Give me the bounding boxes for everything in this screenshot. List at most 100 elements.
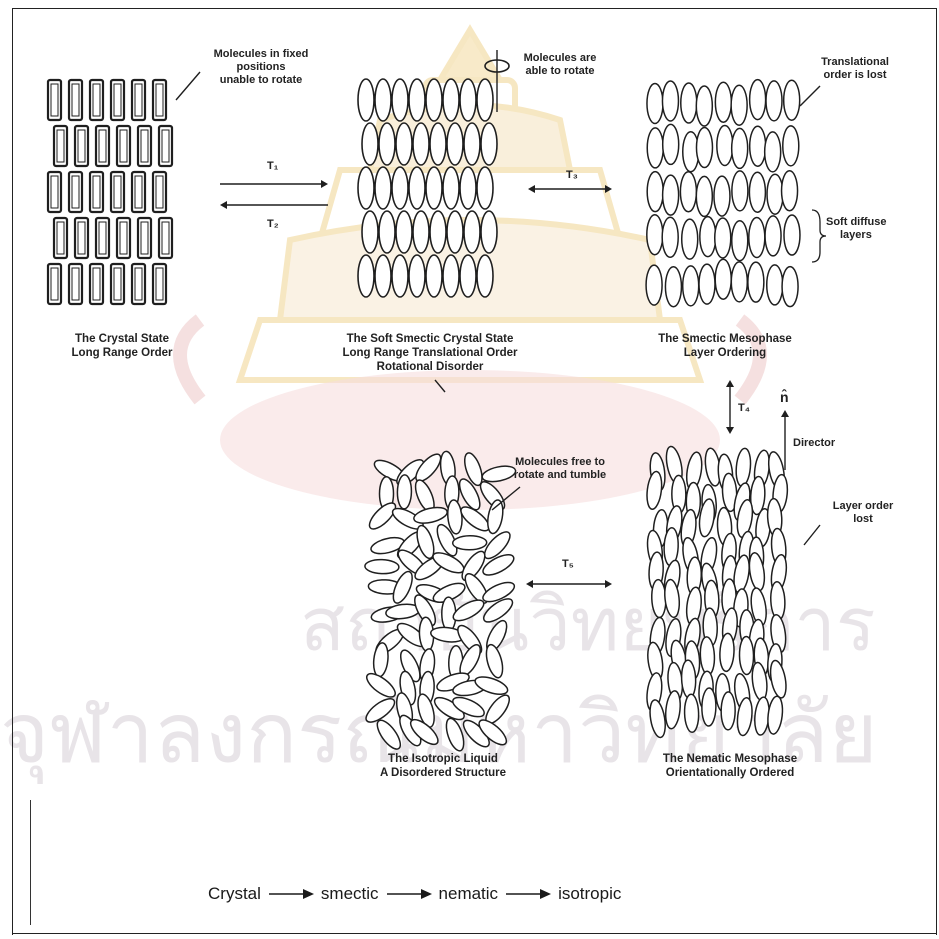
soft-smectic-molecule — [375, 167, 391, 209]
crystal-molecule — [90, 80, 103, 120]
soft-smectic-molecule — [413, 211, 429, 253]
soft-smectic-subtitle-2: Rotational Disorder — [340, 360, 520, 374]
smectic-molecule — [696, 128, 712, 168]
crystal-molecule — [111, 172, 124, 212]
smectic-molecule — [765, 216, 781, 256]
nematic-molecule — [721, 692, 735, 730]
smectic-molecule — [696, 176, 712, 216]
annotation-rotate-line1: Molecules are — [510, 52, 610, 65]
smectic-molecule — [732, 171, 748, 211]
soft-smectic-molecule — [460, 79, 476, 121]
soft-smectic-molecule — [477, 167, 493, 209]
smectic-molecule — [663, 124, 679, 164]
crystal-molecule — [117, 126, 130, 166]
transition-t2-label: T₂ — [267, 218, 279, 230]
smectic-molecule — [767, 174, 783, 214]
smectic-molecule — [683, 266, 699, 306]
transition-t4-arrowhead-down — [726, 427, 734, 434]
isotropic-subtitle: A Disordered Structure — [358, 766, 528, 780]
sequence-arrow-icon — [504, 887, 552, 901]
nematic-molecule — [648, 699, 668, 739]
smectic-molecule — [647, 128, 663, 168]
crystal-molecule — [69, 172, 82, 212]
crystal-molecule — [69, 80, 82, 120]
smectic-label: The Smectic Mesophase Layer Ordering — [645, 332, 805, 360]
annotation-director: Director — [793, 437, 835, 450]
crystal-molecule — [96, 126, 109, 166]
soft-smectic-molecule — [396, 211, 412, 253]
soft-smectic-molecule — [481, 211, 497, 253]
soft-smectic-molecule — [464, 123, 480, 165]
smectic-molecule — [783, 126, 799, 166]
soft-smectic-molecule — [477, 255, 493, 297]
annotation-tumble-line2: rotate and tumble — [500, 469, 620, 482]
crystal-molecule — [153, 264, 166, 304]
isotropic-molecule — [397, 475, 412, 509]
n-hat-symbol: n̂ — [780, 391, 789, 404]
crystal-molecule — [75, 218, 88, 258]
soft-smectic-molecule — [358, 167, 374, 209]
soft-smectic-molecule — [426, 79, 442, 121]
transition-t3-arrowhead-right — [605, 185, 612, 193]
annotation-soft-layers-line2: layers — [826, 229, 887, 242]
leader-layer-lost — [804, 525, 820, 545]
phase-sequence: Crystal smectic nematic isotropic — [208, 882, 621, 906]
transition-t5-arrowhead-right — [605, 580, 612, 588]
soft-smectic-molecule — [464, 211, 480, 253]
nematic-label: The Nematic Mesophase Orientationally Or… — [640, 752, 820, 780]
nematic-molecule — [645, 471, 663, 510]
annotation-layer-lost-line1: Layer order — [818, 500, 908, 513]
soft-smectic-molecule — [379, 123, 395, 165]
annotation-translational-line1: Translational — [800, 56, 910, 69]
crystal-molecule — [138, 126, 151, 166]
soft-layers-bracket — [812, 210, 826, 262]
annotation-soft-diffuse-layers: Soft diffuse layers — [826, 216, 887, 242]
transition-t3-arrowhead-left — [528, 185, 535, 193]
smectic-molecule — [766, 81, 782, 121]
soft-smectic-molecule — [409, 167, 425, 209]
crystal-molecule — [159, 218, 172, 258]
isotropic-label: The Isotropic Liquid A Disordered Struct… — [358, 752, 528, 780]
smectic-molecule — [647, 172, 663, 212]
crystal-state-label: The Crystal State Long Range Order — [42, 332, 202, 360]
crystal-molecule — [159, 126, 172, 166]
annotation-fixed-line1: Molecules in fixed — [196, 48, 326, 61]
nematic-molecule — [768, 659, 789, 699]
leader-translational — [800, 86, 820, 106]
soft-smectic-molecule — [375, 79, 391, 121]
isotropic-molecule — [473, 673, 510, 697]
soft-smectic-molecule — [447, 211, 463, 253]
transition-t4-arrowhead-up — [726, 380, 734, 387]
transition-t1-label: T₁ — [267, 160, 278, 172]
crystal-molecule — [153, 172, 166, 212]
nematic-molecule — [766, 696, 784, 735]
smectic-molecule — [682, 219, 698, 259]
soft-smectic-molecule — [362, 211, 378, 253]
smectic-molecule — [784, 215, 800, 255]
smectic-molecule — [749, 172, 765, 212]
nematic-molecule — [664, 690, 682, 729]
smectic-molecule — [696, 86, 712, 126]
crystal-molecule — [132, 80, 145, 120]
sequence-nematic: nematic — [439, 884, 499, 904]
sequence-isotropic: isotropic — [558, 884, 621, 904]
annotation-layer-lost-line2: lost — [818, 513, 908, 526]
smectic-molecule — [731, 262, 747, 302]
soft-smectic-molecule — [375, 255, 391, 297]
sequence-crystal: Crystal — [208, 884, 261, 904]
smectic-molecule — [647, 83, 663, 123]
soft-smectic-molecule — [460, 167, 476, 209]
soft-smectic-molecule — [426, 255, 442, 297]
soft-smectic-molecule — [362, 123, 378, 165]
annotation-fixed-line3: unable to rotate — [196, 74, 326, 87]
crystal-molecule — [96, 218, 109, 258]
smectic-molecule — [663, 175, 679, 215]
soft-smectic-subtitle: Long Range Translational Order — [340, 346, 520, 360]
nematic-molecule — [739, 636, 754, 674]
smectic-molecule — [715, 218, 731, 258]
transition-t4-label: T₄ — [738, 402, 750, 414]
smectic-molecule — [732, 128, 748, 168]
crystal-molecule — [132, 172, 145, 212]
crystal-molecule — [111, 264, 124, 304]
transition-t1-arrowhead — [321, 180, 328, 188]
